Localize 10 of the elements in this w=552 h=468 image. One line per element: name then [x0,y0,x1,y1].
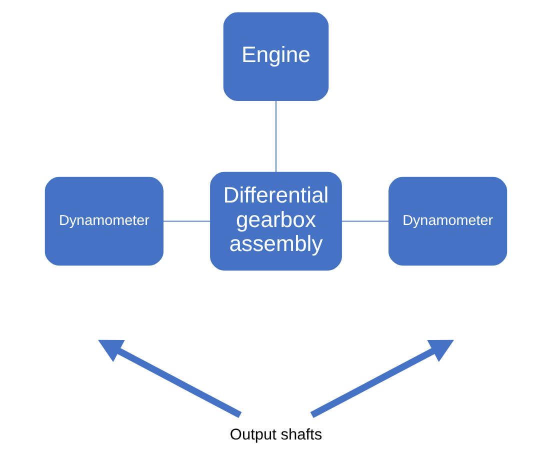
node-box: Dynamometer [44,176,164,266]
node-box: Engine [223,12,329,101]
arrow [98,340,242,418]
node-text: Output shafts [230,426,322,444]
node-box: Differential gearbox assembly [210,172,342,271]
arrow [310,340,454,418]
connector [341,220,389,222]
node-box: Dynamometer [388,176,508,266]
connector [163,220,210,222]
connector [275,100,277,172]
